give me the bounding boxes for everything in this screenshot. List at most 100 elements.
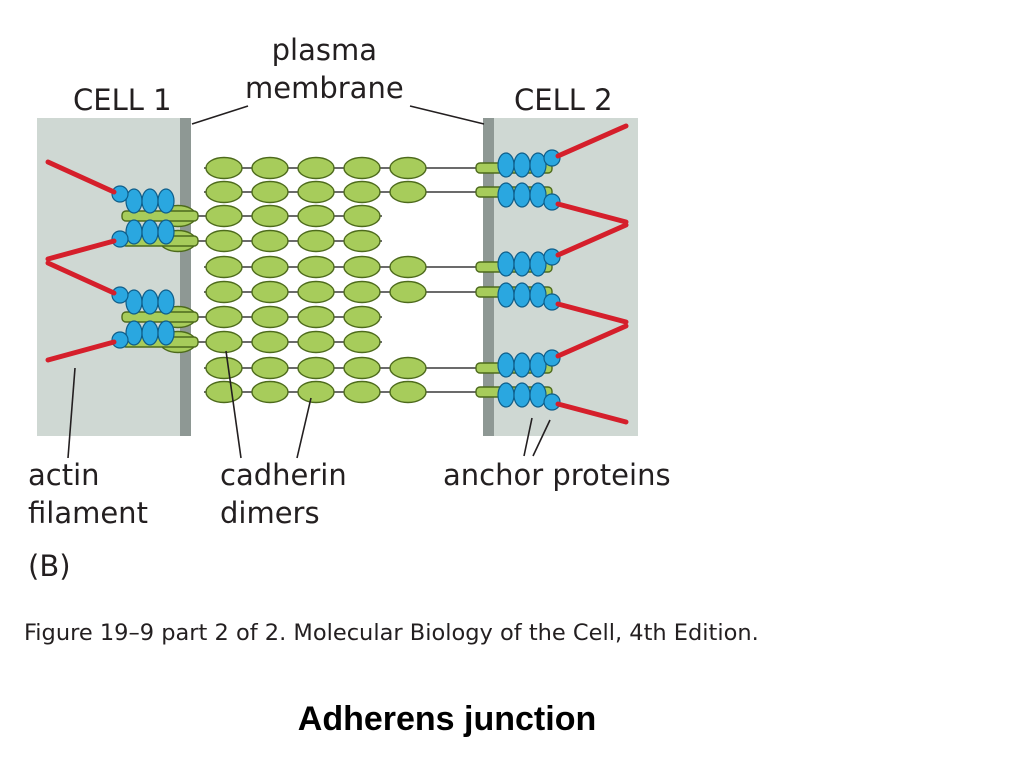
cadherin-domain <box>389 380 427 404</box>
actin-filament <box>555 123 629 159</box>
cadherin-domain <box>205 356 243 380</box>
cadherin-domain <box>205 180 243 204</box>
anchor-protein <box>529 382 547 408</box>
leader-lines <box>67 105 551 459</box>
cell-2-plasma-membrane <box>483 118 494 436</box>
anchor-protein <box>513 152 531 178</box>
actin-filament <box>45 339 117 363</box>
anchor-protein <box>497 251 515 277</box>
cadherin-domain <box>343 229 381 253</box>
plasma-membrane-leader-right <box>409 105 485 125</box>
cell-1-body <box>37 118 183 436</box>
anchor-protein <box>513 251 531 277</box>
cadherin-domain <box>389 255 427 279</box>
cadherin-domain <box>343 180 381 204</box>
anchor-proteins-label: anchor proteins <box>443 458 671 492</box>
cadherin-domain <box>389 280 427 304</box>
actin-filament <box>555 401 629 425</box>
junction-molecules <box>45 123 629 425</box>
anchor-protein-head <box>543 149 561 167</box>
anchor-protein <box>497 152 515 178</box>
cadherin-domain <box>251 305 289 329</box>
cadherin-domain <box>389 180 427 204</box>
anchor-protein <box>529 282 547 308</box>
plasma-membrane-leader-left <box>191 105 249 125</box>
cadherin-transmembrane <box>121 311 199 323</box>
anchor-protein <box>497 282 515 308</box>
anchor-protein <box>157 219 175 245</box>
anchor-protein-head <box>543 248 561 266</box>
cadherin-domain <box>251 229 289 253</box>
actin-filament <box>555 201 629 225</box>
cadherin-domain <box>251 380 289 404</box>
anchor-protein <box>497 352 515 378</box>
cadherin-domain <box>297 180 335 204</box>
actin-filament <box>45 238 117 262</box>
anchor-protein <box>157 320 175 346</box>
anchor-protein <box>141 188 159 214</box>
cadherin-domain <box>205 229 243 253</box>
cadherin-domain <box>251 356 289 380</box>
anchor-protein <box>497 382 515 408</box>
cadherin-domain <box>297 280 335 304</box>
cadherin-domain <box>389 156 427 180</box>
cadherin-domain <box>205 380 243 404</box>
cadherin-domain <box>205 204 243 228</box>
anchor-proteins-leader-2 <box>532 419 551 457</box>
cadherin-domain <box>389 356 427 380</box>
cell-1-plasma-membrane <box>180 118 191 436</box>
plasma-membrane-label: plasma membrane <box>245 33 404 105</box>
cadherin-domain <box>343 204 381 228</box>
cell-1-label: CELL 1 <box>73 83 172 117</box>
anchor-protein <box>513 382 531 408</box>
anchor-protein <box>141 289 159 315</box>
cadherin-domain <box>297 204 335 228</box>
anchor-protein-head <box>543 349 561 367</box>
anchor-protein <box>497 182 515 208</box>
anchor-protein <box>529 152 547 178</box>
cadherin-domain <box>251 280 289 304</box>
actin-filament <box>45 260 117 296</box>
cadherin-transmembrane <box>121 210 199 222</box>
slide-title: Adherens junction <box>297 700 597 738</box>
anchor-protein-head <box>111 185 129 203</box>
anchor-proteins-leader-1 <box>523 417 533 457</box>
cadherin-dimers-leader-1 <box>225 350 242 459</box>
anchor-protein <box>513 282 531 308</box>
cadherin-domain <box>343 156 381 180</box>
anchor-protein <box>529 182 547 208</box>
cadherin-domain <box>205 330 243 354</box>
cadherin-domain <box>297 330 335 354</box>
cadherin-domain <box>251 156 289 180</box>
cadherin-domain <box>297 156 335 180</box>
cadherin-dimers-leader-2 <box>296 397 312 459</box>
figure-caption: Figure 19–9 part 2 of 2. Molecular Biolo… <box>24 620 759 646</box>
anchor-protein <box>529 352 547 378</box>
panel-label: (B) <box>28 549 71 583</box>
cadherin-domain <box>251 180 289 204</box>
cadherin-domain <box>297 255 335 279</box>
cadherin-domain <box>251 255 289 279</box>
cadherin-domain <box>297 305 335 329</box>
anchor-protein <box>141 219 159 245</box>
anchor-protein-head <box>111 286 129 304</box>
cadherin-domain <box>343 280 381 304</box>
cadherin-domain <box>297 380 335 404</box>
cadherin-domain <box>297 356 335 380</box>
cadherin-domain <box>343 380 381 404</box>
anchor-protein <box>513 352 531 378</box>
anchor-protein <box>513 182 531 208</box>
cell-2-label: CELL 2 <box>514 83 613 117</box>
actin-filament <box>555 323 629 359</box>
cadherin-domain <box>343 305 381 329</box>
cadherin-domain <box>343 255 381 279</box>
cadherin-dimers-label: cadherin dimers <box>220 458 347 530</box>
anchor-protein <box>529 251 547 277</box>
cadherin-domain <box>343 330 381 354</box>
cadherin-domain <box>251 330 289 354</box>
anchor-protein <box>157 188 175 214</box>
cadherin-domain <box>205 280 243 304</box>
cadherin-domain <box>205 305 243 329</box>
cadherin-domain <box>205 255 243 279</box>
